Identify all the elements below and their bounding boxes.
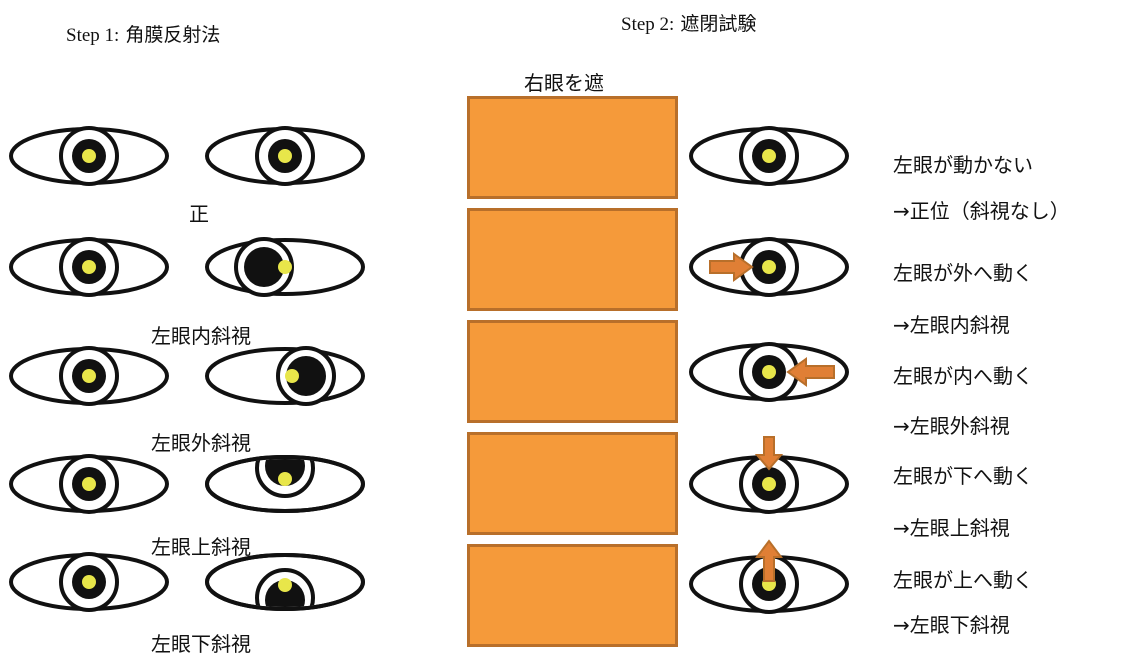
cover-occluder <box>467 544 678 647</box>
arrow-icon <box>786 357 835 387</box>
cover-occluder <box>467 96 678 199</box>
step2-row-3-line2: →左眼上斜視 <box>893 516 1010 540</box>
eye-icon <box>9 237 169 297</box>
step1-label-2: 左眼外斜視 <box>151 431 251 455</box>
arrow-icon <box>755 539 783 582</box>
eye-icon <box>689 436 849 514</box>
step2-row-2-line1: 左眼が内へ動く <box>893 364 1033 388</box>
cover-occluder <box>467 320 678 423</box>
eye-icon <box>9 346 169 406</box>
step2-row-1-line1: 左眼が外へ動く <box>893 261 1033 285</box>
step2-row-3-line1: 左眼が下へ動く <box>893 464 1033 488</box>
cover-occluder <box>467 432 678 535</box>
step2-row-0-line1: 左眼が動かない <box>893 153 1033 177</box>
step1-header: Step 1:角膜反射法 <box>66 20 220 47</box>
step1-label-3: 左眼上斜視 <box>151 535 251 559</box>
eye-icon <box>9 454 169 514</box>
step1-label-4: 左眼下斜視 <box>151 632 251 656</box>
step1-label-0: 正 <box>189 202 209 226</box>
eye-icon <box>9 552 169 612</box>
eye-icon <box>205 126 365 186</box>
eye-icon <box>205 455 365 513</box>
eye-icon <box>689 539 849 614</box>
step1-title: Step 1: <box>66 25 120 46</box>
arrow-icon <box>754 436 784 471</box>
eye-icon <box>689 237 849 297</box>
eye-icon <box>689 342 849 402</box>
step2-subtitle: 遮閉試験 <box>680 13 757 35</box>
eye-icon <box>205 237 365 297</box>
step2-row-4-line1: 左眼が上へ動く <box>893 568 1033 592</box>
eye-icon <box>205 553 365 611</box>
step2-row-4-line2: →左眼下斜視 <box>893 613 1010 637</box>
step2-title: Step 2: <box>621 14 675 35</box>
step2-row-0-line2: →正位（斜視なし） <box>893 199 1070 223</box>
cover-label: 右眼を遮 <box>524 71 604 95</box>
eye-icon <box>205 346 365 406</box>
step2-row-2-line2: →左眼外斜視 <box>893 414 1010 438</box>
step2-header: Step 2:遮閉試験 <box>621 9 756 36</box>
step1-label-1: 左眼内斜視 <box>151 324 251 348</box>
cover-occluder <box>467 208 678 311</box>
eye-icon <box>689 126 849 186</box>
eye-icon <box>9 126 169 186</box>
step2-row-1-line2: →左眼内斜視 <box>893 313 1010 337</box>
arrow-icon <box>709 252 754 282</box>
step1-subtitle: 角膜反射法 <box>125 24 221 46</box>
